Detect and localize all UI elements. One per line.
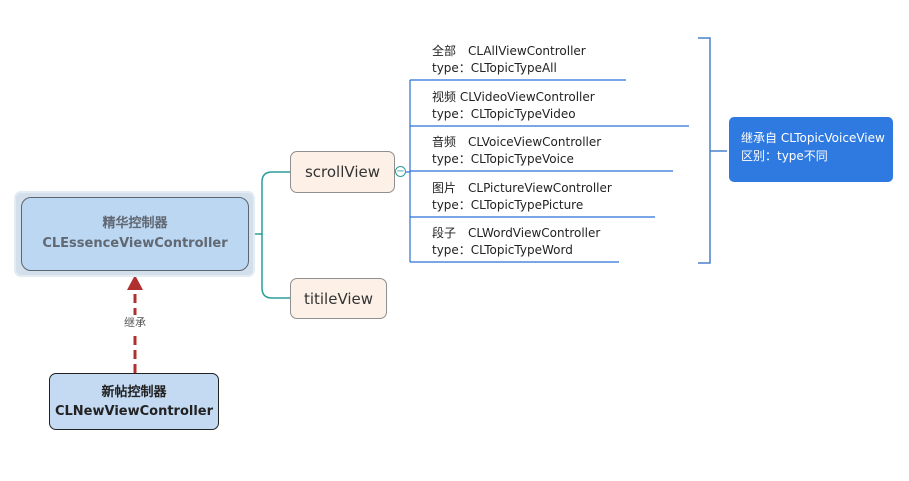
inheritance-arrow-head [127,275,143,290]
subclass-node-title: 新帖控制器 [101,384,167,400]
leaf-type: type：CLTopicTypeVoice [432,152,574,166]
leaf-all[interactable]: 全部 CLAllViewController type：CLTopicTypeA… [432,43,586,77]
root-node-subtitle: CLEssenceViewController [42,236,228,251]
root-to-titile-connector [261,234,290,299]
summary-line-2: 区别：type不同 [741,149,828,163]
leaf-type: type：CLTopicTypeWord [432,243,573,257]
leaf-name: 图片 CLPictureViewController [432,181,612,195]
leaf-type: type：CLTopicTypeAll [432,61,557,75]
leaf-name: 视频 CLVideoViewController [432,90,595,104]
leaf-video[interactable]: 视频 CLVideoViewController type：CLTopicTyp… [432,89,595,123]
subclass-node[interactable]: 新帖控制器 CLNewViewController [49,373,219,430]
root-node[interactable]: 精华控制器 CLEssenceViewController [21,197,249,271]
summary-bracket [698,37,727,264]
leaf-picture[interactable]: 图片 CLPictureViewController type：CLTopicT… [432,180,612,214]
summary-note[interactable]: 继承自 CLTopicVoiceView 区别：type不同 [729,117,893,182]
topic-scroll-view[interactable]: scrollView [290,151,395,193]
topic-titile-view[interactable]: titileView [290,278,387,319]
topic-label: titileView [303,289,374,308]
collapse-toggle-icon[interactable]: − [395,166,406,177]
inheritance-label: 继承 [120,315,150,331]
topic-label: scrollView [304,163,380,181]
collapse-symbol: − [396,165,405,177]
leaf-name: 全部 CLAllViewController [432,44,586,58]
root-to-scroll-connector [249,171,290,235]
leaf-type: type：CLTopicTypePicture [432,198,584,212]
subclass-node-subtitle: CLNewViewController [54,403,214,419]
leaf-name: 音频 CLVoiceViewController [432,135,602,149]
leaf-word[interactable]: 段子 CLWordViewController type：CLTopicType… [432,225,600,259]
leaf-name: 段子 CLWordViewController [432,226,601,240]
leaf-type: type：CLTopicTypeVideo [432,107,576,121]
leaf-voice[interactable]: 音频 CLVoiceViewController type：CLTopicTyp… [432,134,601,168]
summary-line-1: 继承自 CLTopicVoiceView [741,131,885,145]
root-node-title: 精华控制器 [102,216,168,231]
